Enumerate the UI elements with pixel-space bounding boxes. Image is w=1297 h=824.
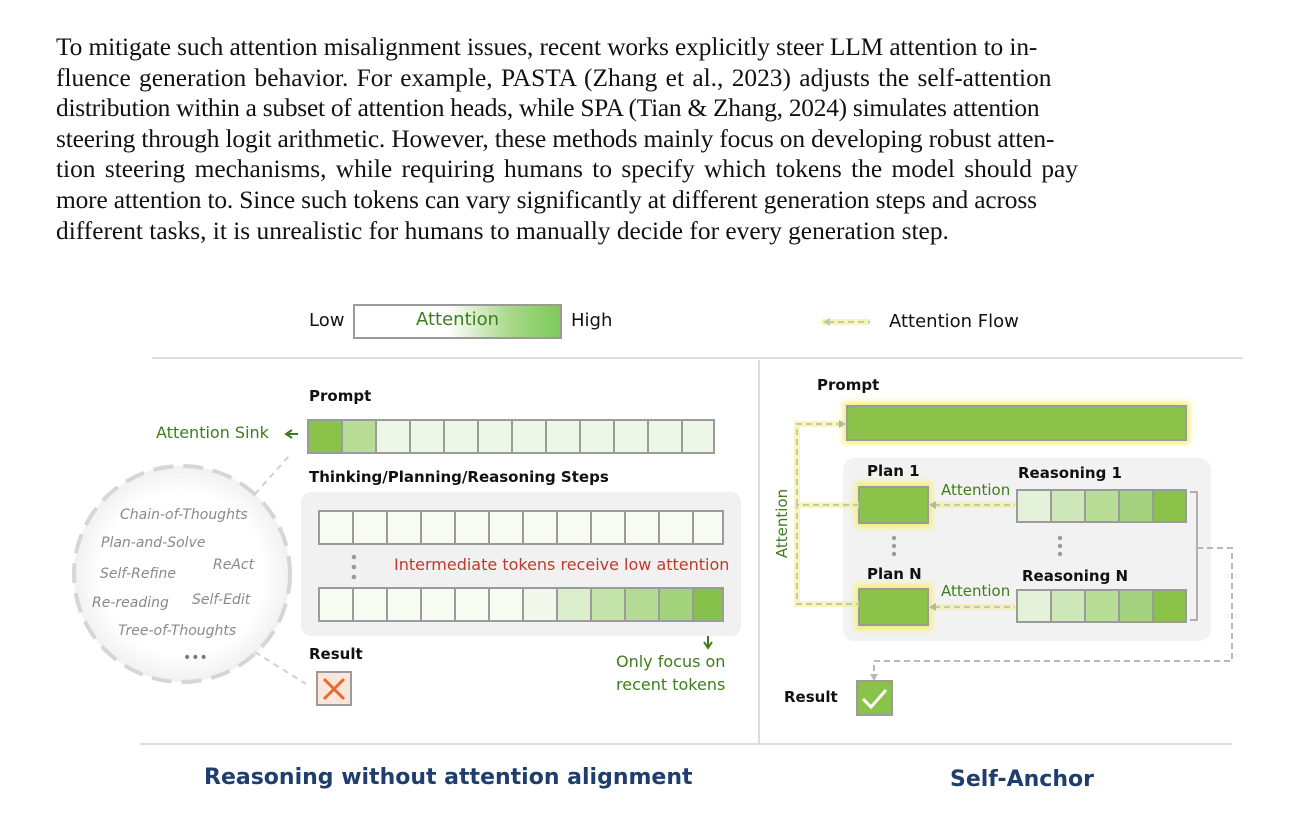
reasoning-n-label: Reasoning N [1022, 567, 1129, 585]
paragraph-line: different tasks, it is unrealistic for h… [56, 216, 949, 245]
plan-1-box [858, 486, 929, 524]
plan-n-label: Plan N [867, 565, 922, 583]
paragraph-line: To mitigate such attention misalignment … [56, 33, 1038, 61]
paragraph-line: distribution within a subset of attentio… [56, 94, 1040, 123]
paragraph-line: more attention to. Since such tokens can… [56, 185, 1037, 214]
left-prompt-label: Prompt [309, 387, 372, 405]
left-step-row-2 [318, 587, 724, 622]
steps-title: Thinking/Planning/Reasoning Steps [309, 468, 609, 486]
wrong-result-box [316, 671, 352, 706]
plan-n-box [858, 588, 929, 626]
left-caption: Reasoning without attention alignment [204, 765, 693, 790]
legend-attention: Attention [416, 309, 500, 330]
correct-result-box [856, 680, 893, 716]
right-caption: Self-Anchor [950, 767, 1094, 792]
method-label: Tree-of-Thoughts [118, 623, 237, 639]
focus-note-line2: recent tokens [616, 675, 726, 694]
paragraph-line: fluence generation behavior. For example… [56, 63, 1052, 92]
right-prompt-label: Prompt [817, 376, 880, 394]
method-label: Plan-and-Solve [101, 535, 206, 551]
method-label: ReAct [213, 557, 255, 573]
attention-label-plann: Attention [941, 582, 1011, 600]
legend-attention-flow: Attention Flow [889, 311, 1019, 332]
paragraph-line: tion steering mechanisms, while requirin… [56, 155, 1078, 184]
focus-note-line1: Only focus on [616, 652, 726, 671]
legend-high: High [571, 310, 613, 331]
method-label: Self-Edit [192, 592, 251, 608]
plan-1-label: Plan 1 [867, 462, 920, 480]
body-paragraph: To mitigate such attention misalignment … [56, 32, 1246, 246]
left-prompt-token-row [307, 419, 715, 454]
right-prompt-bar [846, 405, 1187, 441]
attention-sink-label: Attention Sink [156, 423, 269, 442]
intermediate-note: Intermediate tokens receive low attentio… [394, 555, 730, 574]
method-label: Re-reading [92, 595, 169, 611]
legend-low: Low [309, 310, 345, 331]
left-step-row-1 [318, 510, 724, 545]
paragraph-line: steering through logit arithmetic. Howev… [56, 124, 1055, 153]
check-icon [861, 689, 888, 710]
methods-circle [72, 464, 292, 684]
reasoning-n-row [1016, 589, 1187, 623]
cross-icon [322, 677, 346, 701]
left-result-label: Result [309, 645, 363, 663]
reasoning-1-label: Reasoning 1 [1018, 464, 1122, 482]
method-label: Self-Refine [100, 566, 176, 582]
reasoning-1-row [1016, 489, 1187, 523]
attention-gradient-bar [353, 304, 562, 339]
methods-ellipsis: ••• [183, 650, 208, 666]
attention-vertical-label: Attention [773, 488, 792, 559]
right-result-label: Result [784, 688, 838, 706]
method-label: Chain-of-Thoughts [120, 507, 248, 523]
attention-label-plan1: Attention [941, 481, 1011, 499]
